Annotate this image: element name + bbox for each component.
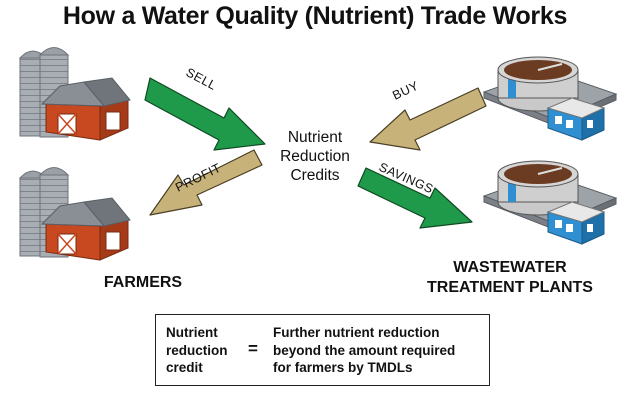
sell-arrow	[144, 77, 266, 151]
definition-box: Nutrient reduction credit = Further nutr…	[155, 314, 490, 386]
barn-icon	[40, 197, 131, 261]
nutrient-reduction-credits-label: Nutrient Reduction Credits	[255, 128, 375, 185]
equals-sign: =	[248, 339, 258, 358]
treatment-plant-top	[482, 56, 618, 141]
treatment-plant-bottom	[482, 160, 618, 245]
meaning-line: for farmers by TMDLs	[273, 360, 413, 375]
center-line: Credits	[290, 167, 340, 184]
meaning-line: Further nutrient reduction	[273, 325, 440, 340]
definition-meaning: Further nutrient reduction beyond the am…	[273, 324, 483, 377]
term-line: Nutrient	[166, 325, 218, 340]
center-line: Reduction	[280, 148, 350, 165]
term-line: credit	[166, 360, 203, 375]
buy-label: BUY	[390, 78, 421, 102]
definition-term: Nutrient reduction credit	[166, 324, 246, 377]
building-icon	[546, 201, 606, 245]
wastewater-treatment-plants-label: WASTEWATER TREATMENT PLANTS	[415, 258, 605, 298]
center-line: Nutrient	[287, 129, 343, 146]
barn-icon	[40, 77, 131, 141]
buy-arrow	[369, 87, 487, 151]
wwtp-line: TREATMENT PLANTS	[427, 279, 593, 296]
building-icon	[546, 97, 606, 141]
farmers-label: FARMERS	[103, 274, 183, 291]
clarifier-tank-icon	[497, 56, 579, 112]
diagram-title: How a Water Quality (Nutrient) Trade Wor…	[62, 2, 568, 30]
profit-arrow	[149, 149, 263, 216]
savings-arrow	[357, 167, 473, 229]
term-line: reduction	[166, 342, 228, 358]
clarifier-tank-icon	[497, 160, 579, 216]
sell-label: SELL	[184, 65, 219, 93]
wwtp-line: WASTEWATER	[453, 259, 567, 276]
meaning-line: beyond the amount required	[273, 342, 456, 358]
farm-top	[18, 47, 131, 141]
farm-bottom	[18, 167, 131, 261]
